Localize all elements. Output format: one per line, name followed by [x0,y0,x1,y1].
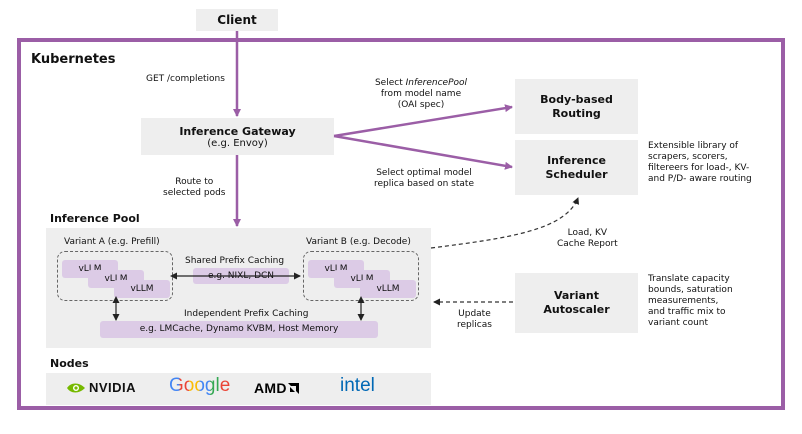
inference-pool-title: Inference Pool [50,212,140,225]
intel-wordmark: intel [340,375,375,396]
select-pool-label: Select InferencePool from model name (OA… [374,78,468,110]
kubernetes-title: Kubernetes [31,52,116,67]
inference-scheduler-box: Inference Scheduler [515,140,638,195]
scheduler-line1: Inference [547,153,606,167]
route-label: Route to selected pods [163,177,226,198]
gateway-title: Inference Gateway [179,124,296,138]
nodes-box [46,373,431,405]
autoscaler-line2: Autoscaler [543,303,610,316]
nvidia-eye-icon [67,383,85,392]
nvidia-wordmark: NVIDIA [89,380,137,395]
client-box: Client [196,9,278,31]
inference-gateway-box: Inference Gateway (e.g. Envoy) [141,118,334,155]
scheduler-note: Extensible library of scrapers, scorers,… [648,141,752,184]
independent-caching-label: Independent Prefix Caching [184,309,309,319]
body-routing-line2: Routing [552,106,601,120]
autoscaler-line1: Variant [553,289,600,302]
variant-autoscaler-box: Variant Autoscaler [515,273,638,333]
google-logo: Google [169,375,230,397]
intel-logo: intel [340,375,375,397]
get-completions-label: GET /completions [146,74,225,84]
gateway-to-body-routing-arrow [333,104,513,138]
amd-wordmark: AMD [254,380,287,396]
body-routing-box: Body-based Routing [515,79,638,134]
shared-caching-label: Shared Prefix Caching [185,256,285,266]
body-routing-line1: Body-based [540,92,613,106]
nvidia-logo: NVIDIA [66,380,136,395]
amd-logo: AMD [254,380,299,396]
scheduler-line2: Scheduler [545,167,608,181]
load-report-arrow [430,197,579,249]
vllm-a-3: vLLM [114,280,170,298]
kubernetes-frame [17,38,785,410]
independent-caching-example: e.g. LMCache, Dynamo KVBM, Host Memory [100,321,378,338]
client-label: Client [217,13,257,27]
gateway-subtitle: (e.g. Envoy) [207,137,268,149]
select-replica-label: Select optimal model replica based on st… [374,168,474,189]
load-kv-label: Load, KV Cache Report [557,228,618,249]
nodes-title: Nodes [50,357,89,370]
variant-a-label: Variant A (e.g. Prefill) [64,237,160,247]
update-replicas-label: Update replicas [457,309,492,330]
amd-arrow-icon [287,382,299,394]
vllm-b-3: vLLM [360,280,416,298]
gateway-to-scheduler-arrow [333,134,513,170]
google-wordmark: Google [169,375,231,396]
variant-b-label: Variant B (e.g. Decode) [306,237,411,247]
autoscaler-note: Translate capacity bounds, saturation me… [648,274,733,328]
